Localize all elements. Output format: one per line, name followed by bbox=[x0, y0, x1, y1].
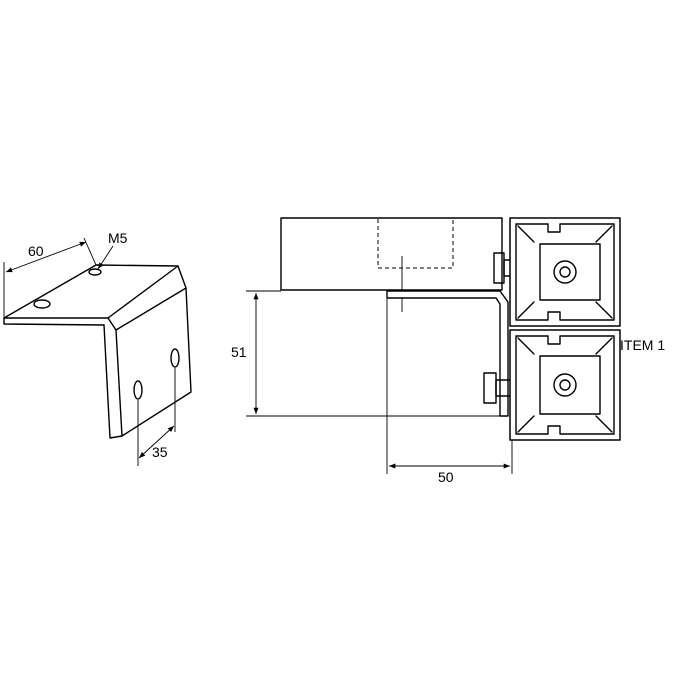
top-hole bbox=[33, 299, 51, 309]
dim-60-extension-right bbox=[83, 237, 97, 266]
bracket-top-face bbox=[3, 264, 179, 319]
block-hidden-pocket bbox=[377, 217, 454, 269]
lower-bolt-head bbox=[483, 372, 497, 404]
dim-60-label: 60 bbox=[28, 243, 44, 259]
dim-35-line bbox=[138, 425, 175, 459]
dim-50-label: 50 bbox=[438, 469, 454, 485]
bracket-vertical-face bbox=[115, 287, 192, 437]
bracket-section bbox=[386, 290, 509, 417]
item-label: ITEM 1 bbox=[620, 337, 665, 353]
m5-hole bbox=[88, 268, 102, 276]
bracket-top-edge bbox=[3, 317, 105, 326]
m5-leader bbox=[97, 245, 114, 270]
side-hole-2 bbox=[170, 348, 180, 368]
dim-35-label: 35 bbox=[152, 444, 168, 460]
assembly-side-view: 51 50 ITEM 1 bbox=[231, 217, 665, 485]
upper-aluminium-profile bbox=[509, 217, 621, 327]
dim-51-label: 51 bbox=[231, 344, 247, 360]
dim-60-line bbox=[5, 241, 87, 273]
side-hole-1 bbox=[133, 380, 143, 400]
m5-label: M5 bbox=[108, 230, 128, 246]
angle-bracket-isometric: 60 M5 35 bbox=[3, 230, 192, 466]
bracket-bend bbox=[107, 265, 187, 331]
mounted-block bbox=[280, 217, 503, 291]
lower-aluminium-profile bbox=[509, 329, 621, 441]
bracket-vertical-edge bbox=[103, 324, 123, 439]
